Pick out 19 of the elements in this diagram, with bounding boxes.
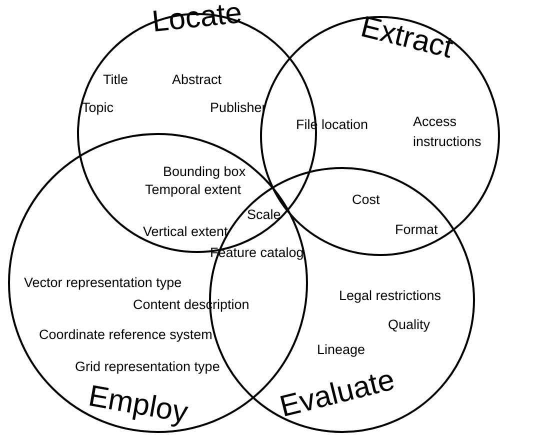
item-label: Scale	[247, 206, 281, 224]
item-label: Grid representation type	[75, 358, 220, 376]
item-label: Coordinate reference system	[39, 326, 212, 344]
item-label: Temporal extent	[145, 181, 242, 199]
item-label: Legal restrictions	[339, 287, 442, 305]
item-label: Vector representation type	[24, 274, 182, 292]
item-label: Access instructions	[413, 113, 482, 151]
item-label: Lineage	[317, 341, 366, 359]
item-label: Topic	[82, 99, 114, 117]
item-label: Title	[103, 71, 128, 89]
item-label: Quality	[388, 316, 430, 334]
item-label: Format	[395, 221, 438, 239]
set-title: Extract	[357, 10, 456, 66]
item-label: Bounding box	[163, 163, 246, 181]
item-label: Vertical extent	[143, 223, 228, 241]
set-title: Employ	[86, 380, 190, 430]
item-label: Cost	[352, 191, 380, 209]
item-label: Abstract	[172, 71, 222, 89]
set-title: Evaluate	[276, 363, 398, 425]
